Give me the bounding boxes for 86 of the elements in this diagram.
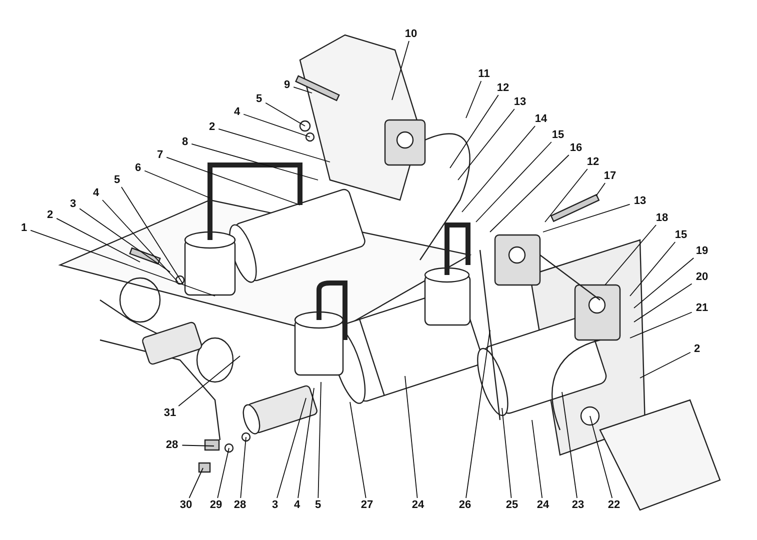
callout-number: 29	[210, 498, 222, 512]
leader-line	[634, 258, 694, 308]
leader-line	[298, 388, 314, 498]
callout-number: 11	[478, 67, 490, 81]
leader-line	[630, 242, 676, 296]
callout-number: 4	[294, 498, 300, 512]
leader-line	[144, 170, 210, 198]
callout-number: 30	[180, 498, 192, 512]
callout-number: 12	[586, 155, 600, 169]
leader-line	[121, 186, 184, 284]
leader-line	[462, 126, 536, 212]
callout-number: 5	[114, 173, 120, 187]
leader-line	[404, 376, 418, 498]
leader-line	[56, 218, 140, 262]
callout-number: 18	[656, 211, 668, 225]
leader-line	[532, 420, 543, 498]
callout-number: 23	[572, 498, 584, 512]
leader-line	[243, 114, 310, 138]
callout-number: 14	[534, 112, 548, 126]
leader-line	[102, 200, 178, 282]
callout-number: 13	[634, 194, 646, 208]
callout-number: 1	[20, 221, 28, 235]
leader-line	[542, 204, 630, 232]
leader-line	[604, 224, 656, 286]
callout-number: 21	[696, 301, 708, 315]
leader-line	[490, 154, 570, 232]
callout-number: 7	[156, 148, 164, 162]
leader-line	[502, 408, 512, 498]
leader-line	[182, 444, 214, 446]
leader-line	[392, 40, 410, 100]
callout-number: 4	[234, 105, 240, 119]
leader-line	[276, 398, 306, 498]
callout-number: 5	[256, 92, 262, 106]
leader-line	[630, 312, 692, 338]
leader-line	[476, 142, 552, 222]
callout-number: 17	[604, 169, 616, 183]
callout-number: 9	[284, 78, 290, 92]
callout-number: 2	[208, 120, 216, 134]
callout-number: 12	[496, 81, 510, 95]
leader-line	[218, 128, 330, 162]
callout-number: 31	[164, 406, 176, 420]
leader-line	[188, 468, 204, 498]
callout-number: 24	[412, 498, 424, 512]
callout-number: 24	[536, 498, 550, 512]
callout-number: 28	[166, 438, 178, 452]
callout-number: 4	[92, 186, 100, 200]
leader-line	[590, 416, 613, 498]
callout-number: 19	[696, 244, 708, 258]
leader-line	[191, 143, 318, 180]
leader-line	[450, 94, 499, 168]
leader-line	[318, 382, 322, 498]
leader-line	[30, 230, 216, 296]
callout-number: 3	[272, 498, 278, 512]
callout-number: 15	[552, 128, 564, 142]
leader-line	[166, 156, 300, 206]
leader-line	[640, 352, 691, 378]
leader-line	[265, 102, 306, 126]
leader-line	[458, 108, 515, 180]
leader-line	[562, 392, 578, 498]
callout-number: 27	[360, 498, 374, 512]
leader-line	[544, 168, 588, 222]
callout-number: 8	[182, 135, 188, 149]
leader-line	[596, 182, 606, 196]
callout-number: 26	[458, 498, 472, 512]
callout-number: 3	[70, 197, 76, 211]
callout-number: 28	[234, 498, 246, 512]
callout-number: 6	[134, 161, 142, 175]
callout-number: 10	[404, 27, 418, 41]
leader-line	[240, 436, 246, 498]
leader-line	[293, 86, 312, 94]
callout-number: 15	[674, 228, 688, 242]
callout-number: 25	[506, 498, 518, 512]
callout-number: 2	[46, 208, 54, 222]
callout-number: 22	[608, 498, 620, 512]
leader-line	[634, 283, 692, 322]
leader-line	[178, 356, 240, 406]
leader-line	[466, 330, 490, 498]
leader-line	[350, 402, 366, 498]
callout-number: 20	[696, 270, 708, 284]
leader-line	[466, 80, 482, 118]
callout-number: 2	[694, 342, 700, 356]
leader-line	[217, 448, 230, 498]
callout-number: 16	[570, 141, 582, 155]
leader-line	[79, 208, 170, 272]
callout-number: 5	[314, 498, 322, 512]
callout-number: 13	[514, 95, 526, 109]
